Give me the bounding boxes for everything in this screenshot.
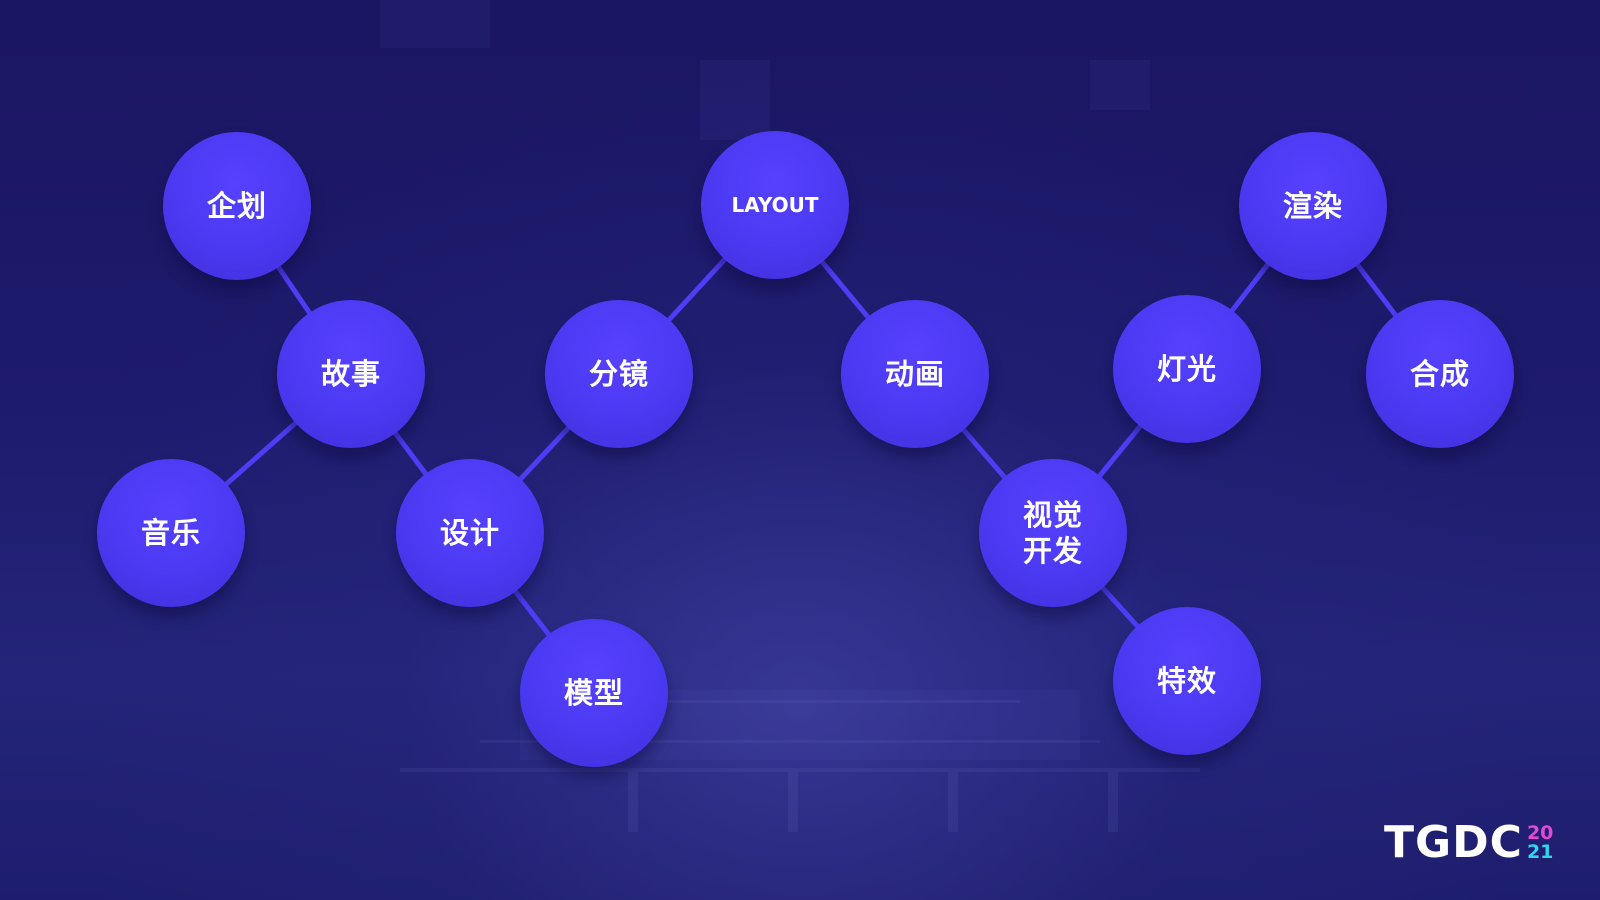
background-pillar-3 xyxy=(948,772,958,832)
tgdc-logo: TGDC 20 21 xyxy=(1384,818,1574,868)
node-hecheng: 合成 xyxy=(1366,300,1514,448)
background-pillar-1 xyxy=(628,772,638,832)
node-sheji: 设计 xyxy=(396,459,544,607)
node-moxing: 模型 xyxy=(520,619,668,767)
node-fenjing: 分镜 xyxy=(545,300,693,448)
node-texiao: 特效 xyxy=(1113,607,1261,755)
background-pillar-4 xyxy=(1108,772,1118,832)
background-pillar-2 xyxy=(788,772,798,832)
background-floor-line-1 xyxy=(400,768,1200,772)
node-yinyue: 音乐 xyxy=(97,459,245,607)
background-panel-center xyxy=(700,60,770,140)
background-panel-left xyxy=(380,0,490,48)
logo-wordmark: TGDC xyxy=(1384,817,1523,868)
background-panel-right xyxy=(1090,60,1150,110)
logo-year-top: 20 xyxy=(1526,822,1554,844)
logo-year: 20 21 xyxy=(1527,824,1553,862)
background-floor-line-3 xyxy=(560,700,1020,703)
node-qihua: 企划 xyxy=(163,132,311,280)
node-dengguang: 灯光 xyxy=(1113,295,1261,443)
node-gushi: 故事 xyxy=(277,300,425,448)
node-shijue: 视觉 开发 xyxy=(979,459,1127,607)
node-layout: LAYOUT xyxy=(701,131,849,279)
node-donghua: 动画 xyxy=(841,300,989,448)
node-xuanran: 渲染 xyxy=(1239,132,1387,280)
logo-year-bottom: 21 xyxy=(1526,841,1554,863)
background-floor-line-2 xyxy=(480,740,1100,743)
